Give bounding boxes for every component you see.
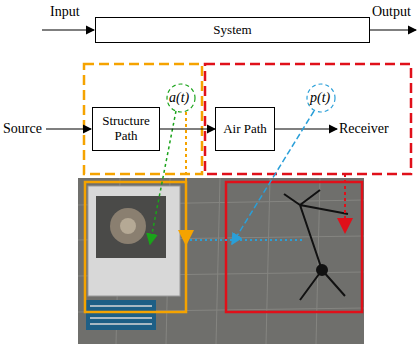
floor-tiles: [78, 178, 364, 344]
process-box: Air Path: [215, 107, 275, 151]
machine-interior: [96, 196, 166, 258]
receiver-frame: [226, 182, 362, 312]
sound-path: [190, 239, 302, 241]
signal-label: Source: [3, 122, 42, 136]
signal-label: Input: [50, 5, 80, 19]
signal-label: Output: [372, 5, 411, 19]
process-box: Structure Path: [92, 107, 160, 151]
output-arrow: [370, 29, 416, 30]
source-arrow: [46, 128, 91, 129]
microphone: [316, 264, 328, 276]
air-group: [205, 64, 411, 174]
pointer-arrow: [344, 174, 346, 232]
microphone-stand: [284, 190, 348, 300]
signal-circle: [307, 84, 335, 112]
box-label: Air Path: [223, 122, 267, 137]
signal-label: p(t): [310, 91, 330, 105]
input-arrow: [42, 29, 94, 30]
vent-grille: [90, 306, 152, 324]
pointer-arrow: [185, 112, 187, 244]
signal-label: Receiver: [339, 122, 389, 136]
signal-label: a(t): [169, 91, 189, 105]
process-box: System: [95, 17, 370, 43]
motor: [110, 208, 146, 244]
machine-base: [86, 300, 156, 330]
box-label: System: [213, 23, 251, 38]
receiver-arrow: [275, 128, 337, 129]
signal-circle: [167, 84, 195, 112]
box-label: Structure Path: [97, 114, 155, 144]
source-frame: [85, 182, 186, 312]
machine-housing: [88, 186, 180, 296]
structure-group: [84, 64, 202, 174]
floor: [78, 178, 364, 344]
photo: [78, 178, 364, 344]
motor-hub: [120, 218, 136, 234]
signal-arrow: [160, 128, 215, 129]
